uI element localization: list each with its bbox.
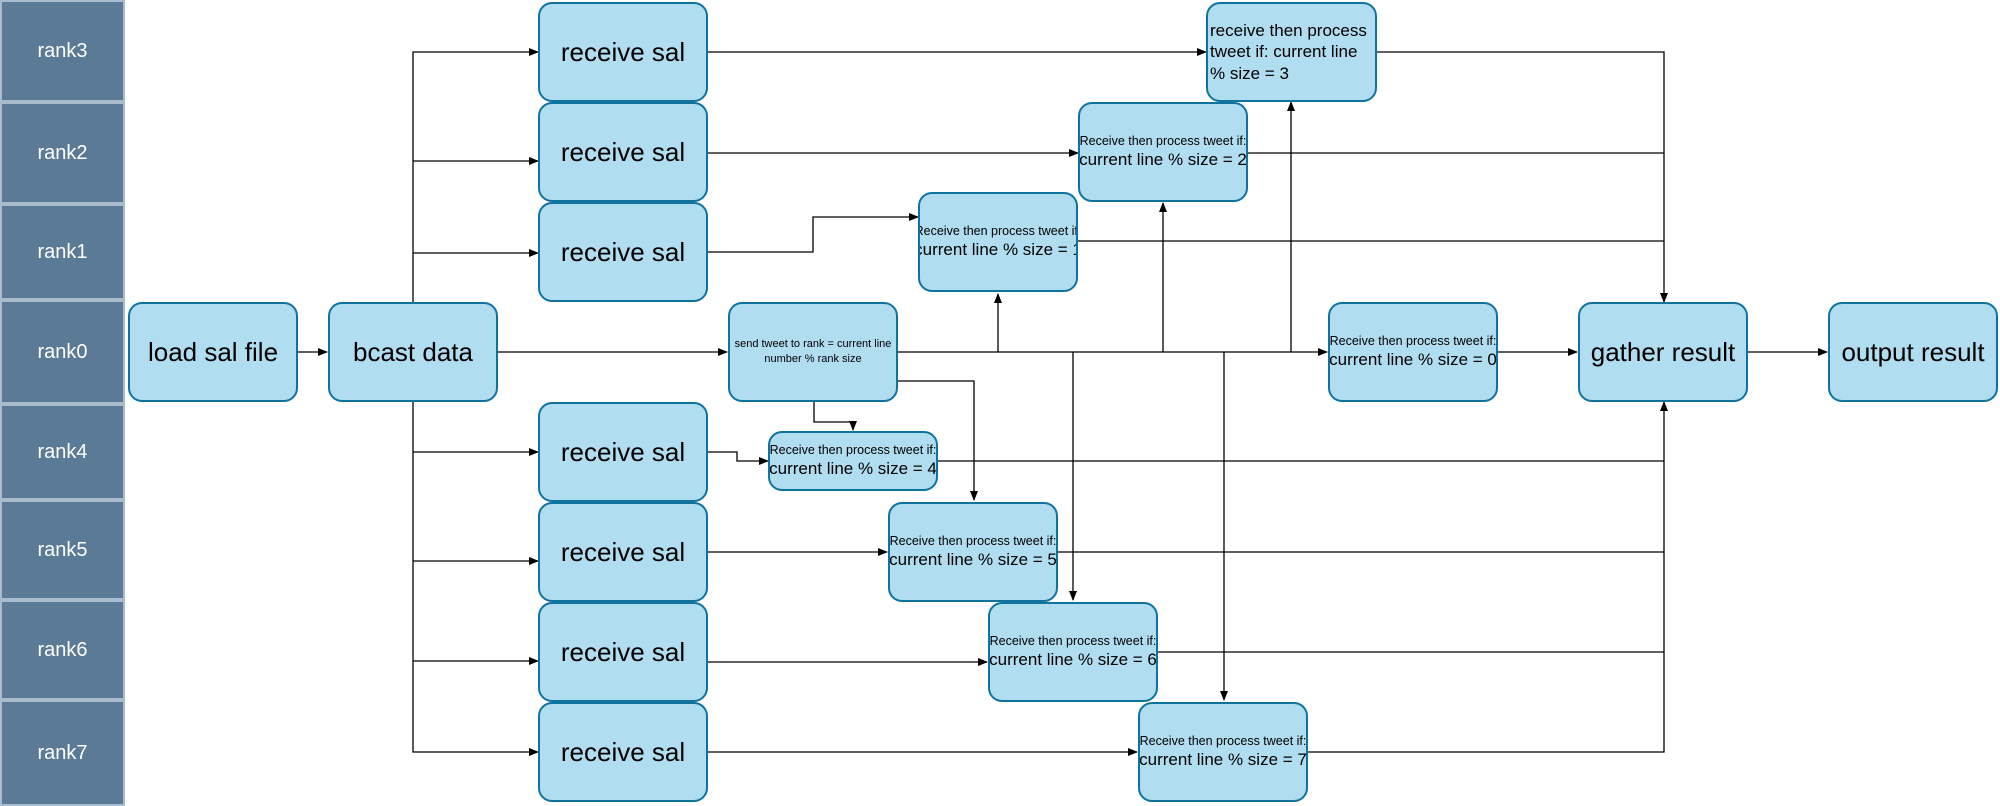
edge-send-proc5	[898, 380, 978, 501]
rank-label-5: rank5	[0, 500, 125, 600]
edge-recv4-proc4	[708, 451, 769, 465]
process-condition: current line % size = 0	[1329, 350, 1497, 370]
rank-label-3: rank3	[0, 0, 125, 102]
receive-sal-rank4: receive sal	[538, 402, 708, 502]
bcast-data-node: bcast data	[328, 302, 498, 402]
edge-send-proc4	[813, 402, 857, 431]
process-prefix: Receive then process tweet if:	[918, 223, 1078, 238]
edge-bcast-rank7	[412, 402, 539, 756]
process-prefix: Receive then process tweet if:	[889, 533, 1057, 548]
edge-recv1-proc1	[708, 213, 919, 253]
process-prefix: Receive then process tweet if:	[1329, 333, 1497, 348]
receive-sal-rank3: receive sal	[538, 2, 708, 102]
process-prefix: Receive then process tweet if:	[1079, 133, 1247, 148]
rank-label-0: rank0	[0, 300, 125, 404]
output-result-node: output result	[1828, 302, 1998, 402]
process-node-rank0: Receive then process tweet if: current l…	[1328, 302, 1498, 402]
process-node-rank5: Receive then process tweet if: current l…	[888, 502, 1058, 602]
receive-sal-rank1: receive sal	[538, 202, 708, 302]
rank-label-1: rank1	[0, 204, 125, 300]
process-condition: current line % size = 4	[769, 459, 937, 479]
edge-bcast-rank3	[412, 48, 539, 302]
load-sal-file-node: load sal file	[128, 302, 298, 402]
edge-proc3-gather	[1377, 51, 1668, 303]
gather-result-node: gather result	[1578, 302, 1748, 402]
process-node-rank4: Receive then process tweet if: current l…	[768, 431, 938, 491]
process-condition: current line % size = 6	[989, 650, 1157, 670]
process-node-rank1: Receive then process tweet if: current l…	[918, 192, 1078, 292]
receive-sal-rank5: receive sal	[538, 502, 708, 602]
rank-label-6: rank6	[0, 600, 125, 700]
rank-label-2: rank2	[0, 102, 125, 204]
process-node-rank6: Receive then process tweet if: current l…	[988, 602, 1158, 702]
send-tweet-text: send tweet to rank = current line number…	[734, 338, 892, 365]
process-condition: current line % size = 5	[889, 550, 1057, 570]
process-prefix: Receive then process tweet if:	[989, 633, 1157, 648]
rank-label-7: rank7	[0, 700, 125, 806]
process-prefix: Receive then process tweet if:	[1139, 733, 1307, 748]
receive-sal-rank7: receive sal	[538, 702, 708, 802]
process-prefix: Receive then process tweet if:	[769, 442, 937, 457]
process-node-rank3: receive then process tweet if: current l…	[1206, 2, 1377, 102]
edge-proc7-gather	[1307, 401, 1668, 753]
receive-sal-rank2: receive sal	[538, 102, 708, 202]
receive-sal-rank6: receive sal	[538, 602, 708, 702]
process-condition: current line % size = 1	[918, 240, 1078, 260]
process-node-rank7: Receive then process tweet if: current l…	[1138, 702, 1308, 802]
process-condition: current line % size = 2	[1079, 150, 1247, 170]
rank-label-4: rank4	[0, 404, 125, 500]
send-tweet-node: send tweet to rank = current line number…	[728, 302, 898, 402]
process-condition: current line % size = 7	[1139, 750, 1307, 770]
process-node-rank2: Receive then process tweet if: current l…	[1078, 102, 1248, 202]
